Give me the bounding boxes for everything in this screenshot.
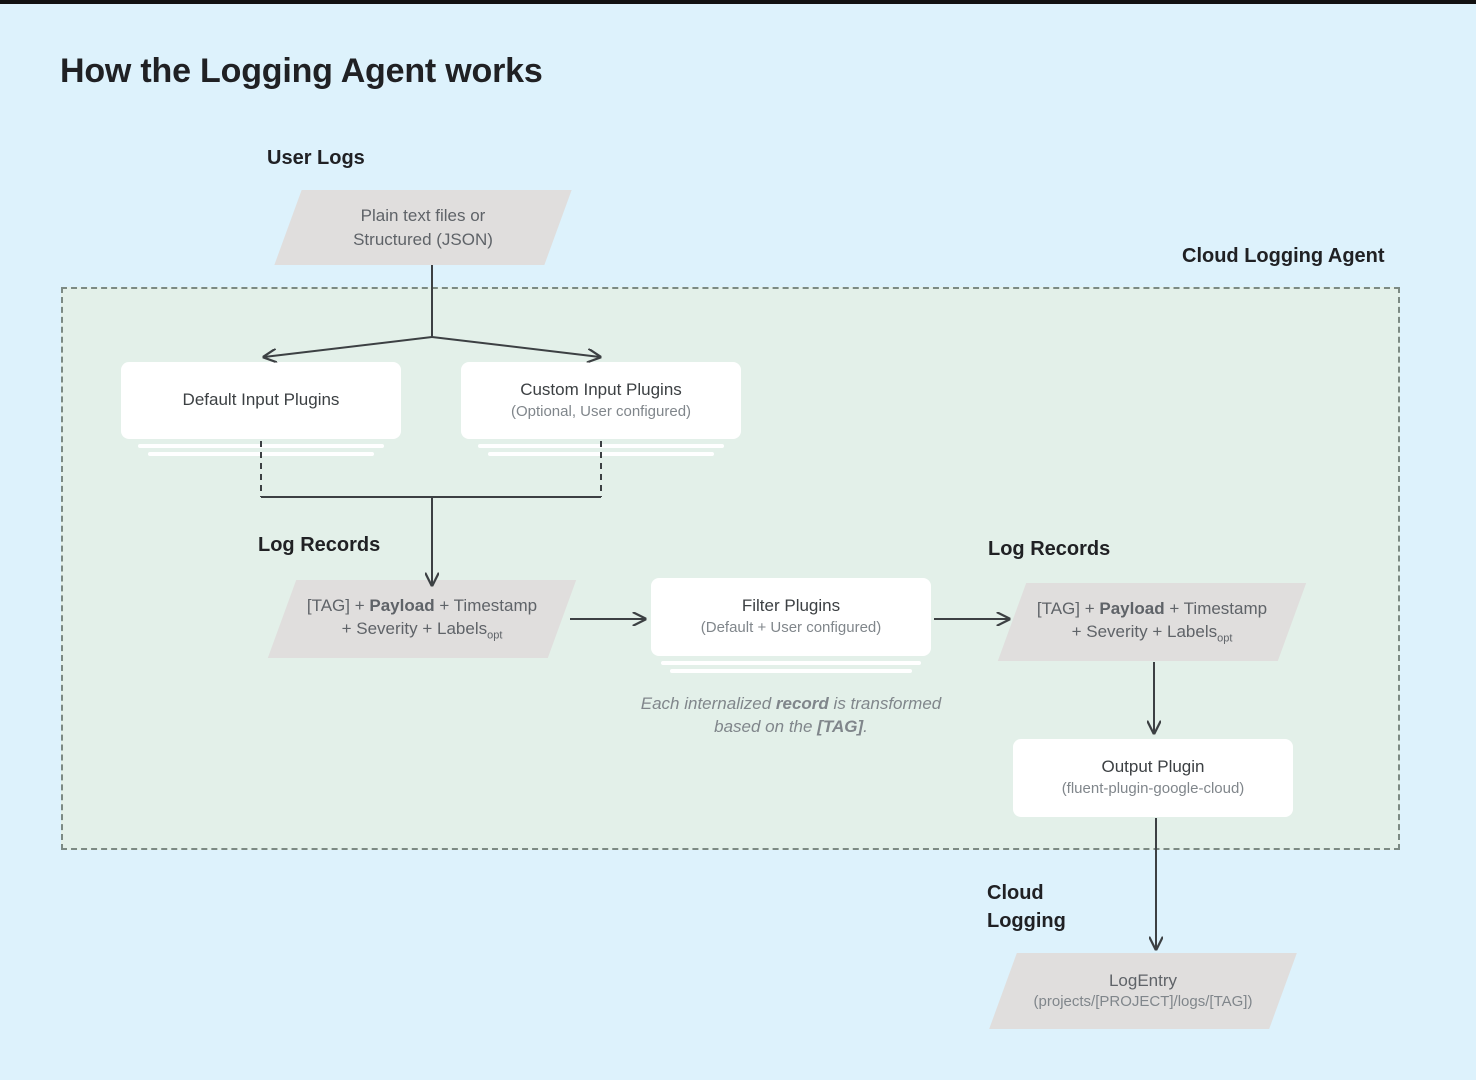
node-output-plugin: Output Plugin (fluent-plugin-google-clou…: [1013, 739, 1293, 817]
label-log-records-left: Log Records: [258, 534, 381, 556]
output-plugin-subtitle: (fluent-plugin-google-cloud): [1061, 780, 1245, 798]
node-user-logs-source-text: Plain text files or Structured (JSON): [288, 190, 558, 265]
log-records-right-line-1: [TAG] + Payload + Timestamp: [1037, 597, 1267, 620]
default-input-plugins-title: Default Input Plugins: [182, 390, 340, 410]
lrl2-sub: opt: [487, 629, 503, 642]
page-title: How the Logging Agent works: [60, 52, 543, 90]
node-log-entry: LogEntry (projects/[PROJECT]/logs/[TAG]): [989, 953, 1297, 1029]
lrl-post: + Timestamp: [434, 595, 538, 615]
filter-plugins-title: Filter Plugins: [741, 596, 841, 616]
filter-note-pre: Each internalized: [640, 694, 776, 713]
custom-input-plugins-subtitle: (Optional, User configured): [510, 402, 692, 420]
log-entry-line-2: (projects/[PROJECT]/logs/[TAG]): [1033, 993, 1253, 1011]
lrl2-pre: + Severity + Labels: [341, 619, 488, 639]
filter-plugins-subtitle: (Default + User configured): [700, 619, 882, 637]
node-log-records-left: [TAG] + Payload + Timestamp + Severity +…: [267, 580, 577, 658]
user-logs-line-1: Plain text files or: [360, 206, 486, 226]
filter-plugins-stack-1: [661, 661, 921, 665]
custom-input-plugins-title: Custom Input Plugins: [520, 379, 682, 399]
custom-input-stack-2: [488, 452, 714, 456]
lrr-pre: [TAG] +: [1036, 598, 1100, 618]
custom-input-stack-1: [478, 444, 724, 448]
node-log-records-right: [TAG] + Payload + Timestamp + Severity +…: [997, 583, 1307, 661]
log-entry-line-1: LogEntry: [1108, 970, 1178, 990]
lrr2-pre: + Severity + Labels: [1071, 622, 1218, 642]
filter-note-post: .: [863, 717, 868, 737]
filter-note-bold-tag: [TAG]: [817, 717, 864, 737]
label-cloud-logging-agent: Cloud Logging Agent: [1182, 245, 1385, 267]
default-input-stack-1: [138, 444, 384, 448]
node-filter-plugins: Filter Plugins (Default + User configure…: [651, 578, 931, 656]
output-plugin-title: Output Plugin: [1101, 757, 1205, 777]
lrr-bold: Payload: [1099, 598, 1165, 618]
lrr2-sub: opt: [1217, 632, 1233, 645]
node-log-records-left-text: [TAG] + Payload + Timestamp + Severity +…: [282, 580, 562, 658]
top-edge-strip: [0, 0, 1476, 4]
filter-plugins-note: Each internalized record is transformed …: [621, 692, 961, 739]
log-records-right-line-2: + Severity + Labelsopt: [1072, 620, 1233, 647]
node-user-logs-source: Plain text files or Structured (JSON): [274, 190, 572, 265]
filter-note-mid: is transformed based on the: [714, 694, 942, 737]
lrr-post: + Timestamp: [1164, 598, 1268, 618]
label-cloud-logging: Cloud Logging: [987, 882, 1066, 932]
label-user-logs: User Logs: [267, 147, 365, 169]
lrl-bold: Payload: [369, 595, 435, 615]
node-log-records-right-text: [TAG] + Payload + Timestamp + Severity +…: [1012, 583, 1292, 661]
log-records-left-line-2: + Severity + Labelsopt: [342, 617, 503, 644]
log-records-left-line-1: [TAG] + Payload + Timestamp: [307, 594, 537, 617]
node-log-entry-text: LogEntry (projects/[PROJECT]/logs/[TAG]): [1003, 953, 1283, 1029]
default-input-stack-2: [148, 452, 374, 456]
filter-note-bold-record: record: [775, 694, 829, 713]
node-default-input-plugins: Default Input Plugins: [121, 362, 401, 439]
label-log-records-right: Log Records: [988, 538, 1111, 560]
user-logs-line-2: Structured (JSON): [353, 229, 493, 249]
node-custom-input-plugins: Custom Input Plugins (Optional, User con…: [461, 362, 741, 439]
lrl-pre: [TAG] +: [306, 595, 370, 615]
filter-plugins-stack-2: [670, 669, 912, 673]
